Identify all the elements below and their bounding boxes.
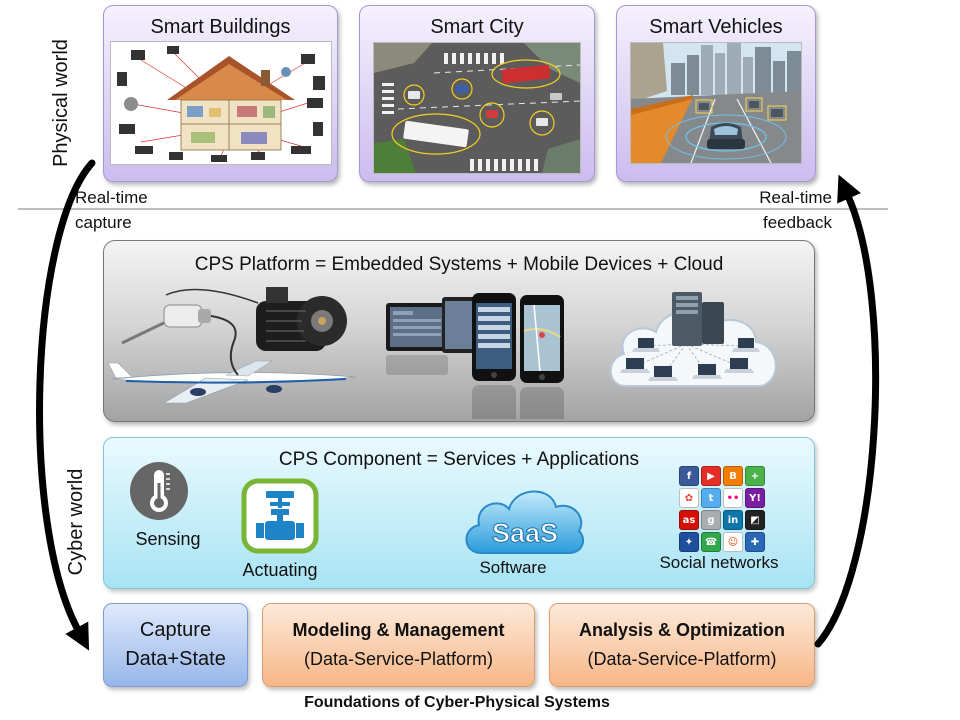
real-time-feedback-label: Real-time feedback [759, 188, 832, 232]
social-networks-label: Social networks [659, 553, 779, 572]
cps-component-title: CPS Component = Services + Applications [278, 449, 640, 470]
smart-city-image [373, 42, 581, 174]
smart-vehicles-box: Smart Vehicles [616, 5, 816, 182]
saas-cloud-icon: SaaS [465, 490, 585, 554]
analysis-optimization-box: Analysis & Optimization (Data-Service-Pl… [549, 603, 815, 687]
picasa-icon: ✿ [679, 488, 699, 508]
google-icon: g [701, 510, 721, 530]
physical-cyber-divider [18, 208, 888, 210]
diagram-caption: Foundations of Cyber-Physical Systems [304, 694, 610, 711]
delicious-icon: ◩ [745, 510, 765, 530]
flickr-icon: •• [723, 488, 743, 508]
mobile-devices-image [386, 293, 564, 419]
cps-platform-title: CPS Platform = Embedded Systems + Mobile… [194, 254, 724, 275]
linkedin-icon: in [723, 510, 743, 530]
capture-line-1: Capture [139, 619, 212, 641]
smart-vehicles-image [630, 42, 802, 164]
saas-badge: SaaS [492, 518, 558, 548]
feedback-arrow [814, 174, 880, 648]
smart-buildings-title: Smart Buildings [150, 16, 291, 38]
yahoo-icon: Y! [745, 488, 765, 508]
analysis-line-1: Analysis & Optimization [578, 620, 786, 640]
smart-city-title: Smart City [430, 16, 524, 38]
cloud-network-image [609, 292, 777, 387]
reddit-icon: ☺ [723, 532, 743, 552]
valve-icon [241, 478, 319, 554]
modeling-management-box: Modeling & Management (Data-Service-Plat… [262, 603, 535, 687]
twitter-icon: t [701, 488, 721, 508]
modeling-line-1: Modeling & Management [292, 620, 505, 640]
smart-buildings-box: Smart Buildings [103, 5, 338, 182]
thermometer-icon [130, 462, 188, 520]
myspace-icon: ✦ [679, 532, 699, 552]
plus-icon: + [745, 466, 765, 486]
cps-platform-box: CPS Platform = Embedded Systems + Mobile… [103, 240, 815, 422]
cps-component-box: CPS Component = Services + Applications … [103, 437, 815, 589]
youtube-icon: ▶ [701, 466, 721, 486]
chat-icon: ☎ [701, 532, 721, 552]
modeling-line-2: (Data-Service-Platform) [303, 649, 494, 669]
actuating-label: Actuating [242, 560, 318, 580]
lastfm-icon: as [679, 510, 699, 530]
smart-vehicles-title: Smart Vehicles [649, 16, 783, 38]
physical-world-label: Physical world [50, 39, 72, 167]
blogger-icon: B [723, 466, 743, 486]
software-label: Software [479, 558, 547, 577]
cyber-world-label: Cyber world [65, 468, 87, 576]
capture-data-state-box: Capture Data+State [103, 603, 248, 687]
sensing-label: Sensing [135, 529, 201, 549]
facebook-icon: f [679, 466, 699, 486]
smart-buildings-image [110, 41, 332, 165]
capture-line-2: Data+State [125, 648, 226, 670]
embedded-systems-image [107, 287, 357, 404]
real-time-capture-label: Real-time capture [75, 188, 148, 232]
yammer-icon: ✚ [745, 532, 765, 552]
smart-city-box: Smart City [359, 5, 595, 182]
analysis-line-2: (Data-Service-Platform) [587, 649, 777, 669]
